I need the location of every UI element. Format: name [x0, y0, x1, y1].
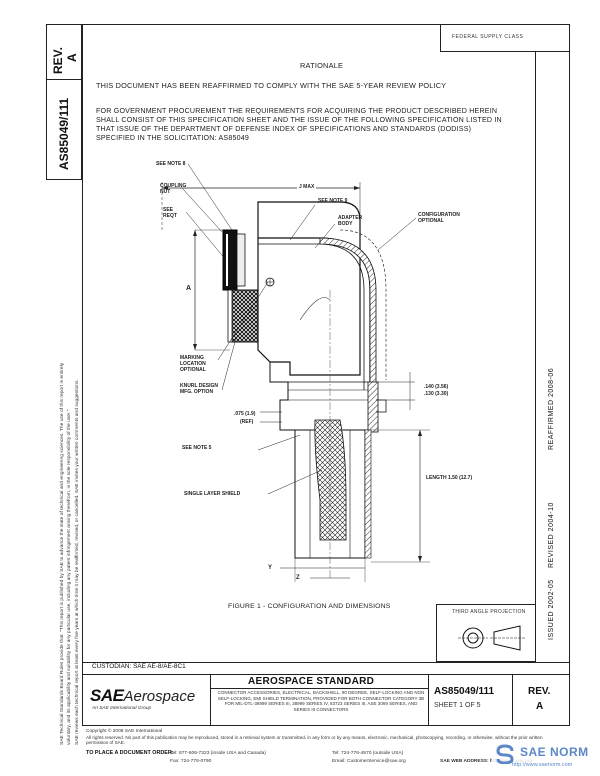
procurement-line2: SHALL CONSIST OF THIS SPECIFICATION SHEE… — [96, 116, 502, 124]
aerospace-standard-title: AEROSPACE STANDARD — [248, 676, 375, 687]
projection-title: THIRD ANGLE PROJECTION — [452, 609, 526, 615]
watermark-text: SAE NORM — [520, 745, 589, 759]
projection-box — [436, 604, 536, 662]
reaffirmed-date: REAFFIRMED 2008-06 — [548, 367, 555, 450]
watermark-url: http://www.saenorm.com — [512, 762, 573, 768]
sheet-number: SHEET 1 OF 5 — [434, 702, 481, 709]
callout-length: LENGTH 1.50 (12.7) — [426, 475, 473, 481]
sae-aerospace-logo: SAEAerospace — [90, 686, 195, 706]
title-divider — [210, 688, 428, 689]
custodian-top-line — [82, 662, 570, 663]
footer-order-label: TO PLACE A DOCUMENT ORDER: — [86, 750, 174, 756]
title-block-div2 — [428, 674, 429, 726]
federal-supply-class: FEDERAL SUPPLY CLASS — [452, 34, 524, 40]
connector-drawing — [161, 163, 430, 582]
callout-single-layer-shield: SINGLE LAYER SHIELD — [184, 491, 241, 497]
sae-norm-watermark: SAE NORM http://www.saenorm.com — [492, 744, 598, 774]
title-block-top-line — [82, 674, 570, 675]
footer-tel2: Tel: 724-776-4970 (outside USA) — [332, 751, 404, 756]
rev-label-top: REV. — [51, 47, 65, 74]
callout-configuration-optional: CONFIGURATION OPTIONAL — [418, 212, 460, 224]
title-description: CONNECTOR ACCESSORIES, ELECTRICAL, BACKS… — [217, 690, 425, 712]
figure-caption: FIGURE 1 - CONFIGURATION AND DIMENSIONS — [228, 603, 391, 610]
sae-norm-logo-icon — [496, 744, 514, 764]
document-frame — [82, 24, 570, 726]
footer-fax: Fax: 724-776-0790 — [170, 759, 212, 764]
logo-sae: SAE — [90, 686, 124, 705]
footer-rights: All rights reserved. No part of this pub… — [86, 735, 543, 746]
callout-j-max: J MAX — [297, 184, 317, 190]
callout-dim-075: .075 (1.9) — [234, 411, 256, 417]
rationale-title: RATIONALE — [300, 61, 344, 70]
callout-dim-130: .130 (3.30) — [424, 391, 449, 397]
callout-see-note-5: SEE NOTE 5 — [182, 445, 212, 451]
callout-see-note-8: SEE NOTE 8 — [156, 161, 186, 167]
projection-symbol-icon — [458, 625, 526, 651]
title-block-div1 — [210, 674, 211, 726]
doc-number-vertical: AS85049/111 — [57, 97, 71, 170]
footer-email: Email: CustomerService@sae.org — [332, 759, 406, 764]
custodian: CUSTODIAN: SAE AE-8/AE-8C1 — [92, 663, 186, 670]
callout-marking-location: MARKING LOCATION OPTIONAL — [180, 355, 206, 373]
callout-dim-140: .140 (3.56) — [424, 384, 449, 390]
rev-value-bottom: A — [536, 701, 544, 712]
footer-web: SAE WEB ADDRESS: http://www.sae.org — [440, 759, 533, 764]
logo-aerospace: Aerospace — [123, 688, 196, 705]
title-block-div3 — [512, 674, 513, 726]
callout-knurl-design: KNURL DESIGN MFG. OPTION — [180, 383, 218, 395]
procurement-line3: THAT ISSUE OF THE DEPARTMENT OF DEFENSE … — [96, 125, 472, 133]
issued-date: ISSUED 2002-05 — [548, 579, 555, 640]
rev-box-top — [46, 24, 82, 80]
footer-tel1: Tel: 877-606-7323 (inside USA and Canada… — [170, 751, 266, 756]
rev-value-top: A — [65, 53, 79, 62]
right-column-divider — [535, 52, 536, 607]
rev-label-bottom: REV. — [528, 686, 551, 697]
callout-adapter-body: ADAPTER BODY — [338, 215, 363, 227]
callout-z: Z — [296, 575, 300, 581]
top-right-box — [440, 24, 570, 52]
logo-subtitle: An SAE International Group — [92, 706, 152, 711]
doc-number: AS85049/111 — [434, 686, 495, 697]
callout-y: Y — [268, 565, 273, 571]
callout-a: A — [186, 285, 192, 292]
doc-number-box-left — [46, 80, 82, 180]
footer-copyright: Copyright © 2008 SAE International — [86, 729, 163, 734]
revised-date: REVISED 2004-10 — [548, 502, 555, 568]
callout-see-reqt: SEE REQT — [163, 207, 177, 219]
procurement-line4: SPECIFIED IN THE SOLICITATION: AS85049 — [96, 134, 250, 142]
callout-dim-075-ref: (REF) — [240, 419, 254, 425]
callout-see-note-9: SEE NOTE 9 — [318, 198, 348, 204]
rationale-text: THIS DOCUMENT HAS BEEN REAFFIRMED TO COM… — [96, 81, 447, 90]
callout-coupling-nut: COUPLING NUT — [160, 183, 187, 195]
procurement-line1: FOR GOVERNMENT PROCUREMENT THE REQUIREME… — [96, 107, 498, 115]
